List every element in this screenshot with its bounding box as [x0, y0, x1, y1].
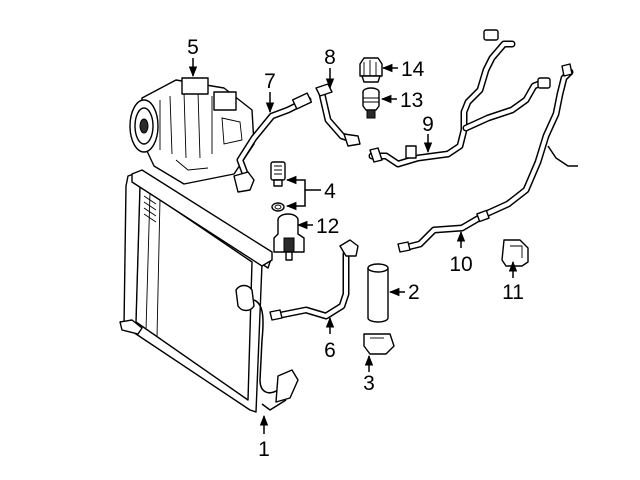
- callout-14: 14: [401, 58, 425, 81]
- callout-11: 11: [502, 281, 524, 304]
- pressure-switch: [270, 161, 286, 212]
- clamp-11: [501, 239, 529, 267]
- callout-labels: 1 2 3 4 5 6 7 8 9 10 11 12 13 14: [187, 36, 524, 461]
- callout-6: 6: [324, 339, 336, 362]
- hose-9: [368, 29, 551, 168]
- callout-8: 8: [324, 46, 336, 69]
- compressor: [129, 77, 255, 185]
- callout-13: 13: [400, 89, 423, 112]
- callout-3: 3: [363, 372, 375, 395]
- cap-14: [359, 57, 383, 83]
- valve-13: [362, 87, 380, 119]
- callout-9: 9: [422, 113, 434, 136]
- condenser: [119, 169, 299, 413]
- drier-bracket: [363, 333, 395, 355]
- sensor-12: [273, 213, 305, 261]
- receiver-drier: [367, 263, 389, 323]
- callout-2: 2: [408, 281, 420, 304]
- hose-7: [233, 92, 313, 193]
- line-10: [397, 63, 578, 253]
- callout-7: 7: [264, 70, 276, 93]
- callout-5: 5: [187, 36, 199, 59]
- callout-4: 4: [324, 180, 336, 203]
- hose-8: [315, 83, 361, 147]
- leader-lines: [188, 58, 518, 434]
- callout-1: 1: [258, 438, 270, 461]
- line-6: [269, 239, 359, 321]
- callout-10: 10: [449, 253, 472, 276]
- callout-12: 12: [316, 215, 339, 238]
